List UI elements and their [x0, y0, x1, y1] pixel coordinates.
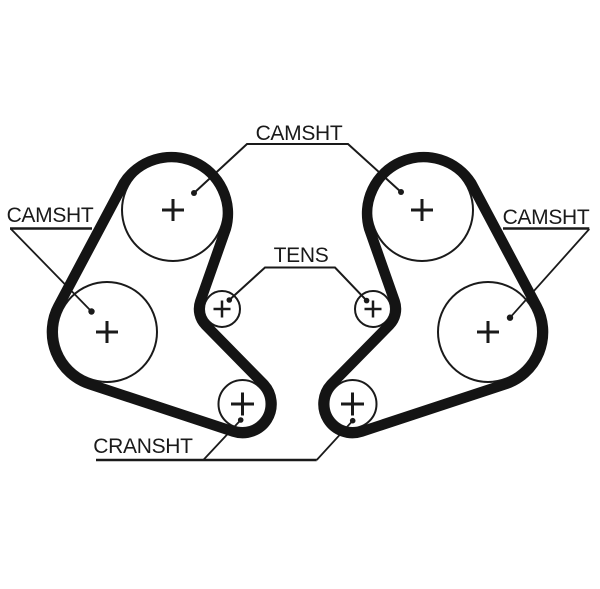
- dot-camshaft-top-left: [191, 190, 197, 196]
- dot-crankshaft-right: [349, 417, 356, 424]
- plus-tensioner-left: [213, 300, 231, 318]
- plus-crankshaft-right: [341, 392, 364, 416]
- plus-camshaft-right: [477, 321, 499, 343]
- label-tensioner: TENS: [273, 244, 329, 267]
- plus-camshaft-top-left: [162, 199, 184, 221]
- label-crankshaft: CRANSHT: [93, 435, 193, 458]
- timing-belt: [46, 151, 549, 439]
- leader-lines: [10, 143, 590, 462]
- dot-tensioner-left: [226, 297, 233, 303]
- dot-camshaft-left: [88, 308, 95, 315]
- belt-left-loop: [46, 151, 277, 439]
- dot-crankshaft-left: [237, 417, 244, 423]
- label-camshaft-right: CAMSHT: [502, 206, 590, 229]
- belt-right-loop: [318, 151, 549, 439]
- dot-camshaft-right: [506, 314, 514, 321]
- leader-dots: [88, 189, 514, 424]
- leader-camshaft-left: [10, 228, 93, 313]
- plus-camshaft-top-right: [411, 199, 433, 221]
- label-camshaft-top: CAMSHT: [255, 122, 343, 145]
- label-camshaft-left: CAMSHT: [6, 204, 94, 227]
- leader-camshaft-top: [193, 143, 402, 194]
- dot-tensioner-right: [363, 297, 370, 304]
- plus-camshaft-left: [96, 321, 118, 343]
- leader-tensioner: [228, 266, 368, 302]
- dot-camshaft-top-right: [398, 189, 404, 195]
- plus-crankshaft-left: [231, 392, 254, 416]
- plus-tensioner-right: [364, 300, 382, 318]
- pulley-center-marks: [96, 199, 499, 416]
- leader-camshaft-right: [509, 228, 590, 319]
- pulley-circles: [56, 158, 539, 429]
